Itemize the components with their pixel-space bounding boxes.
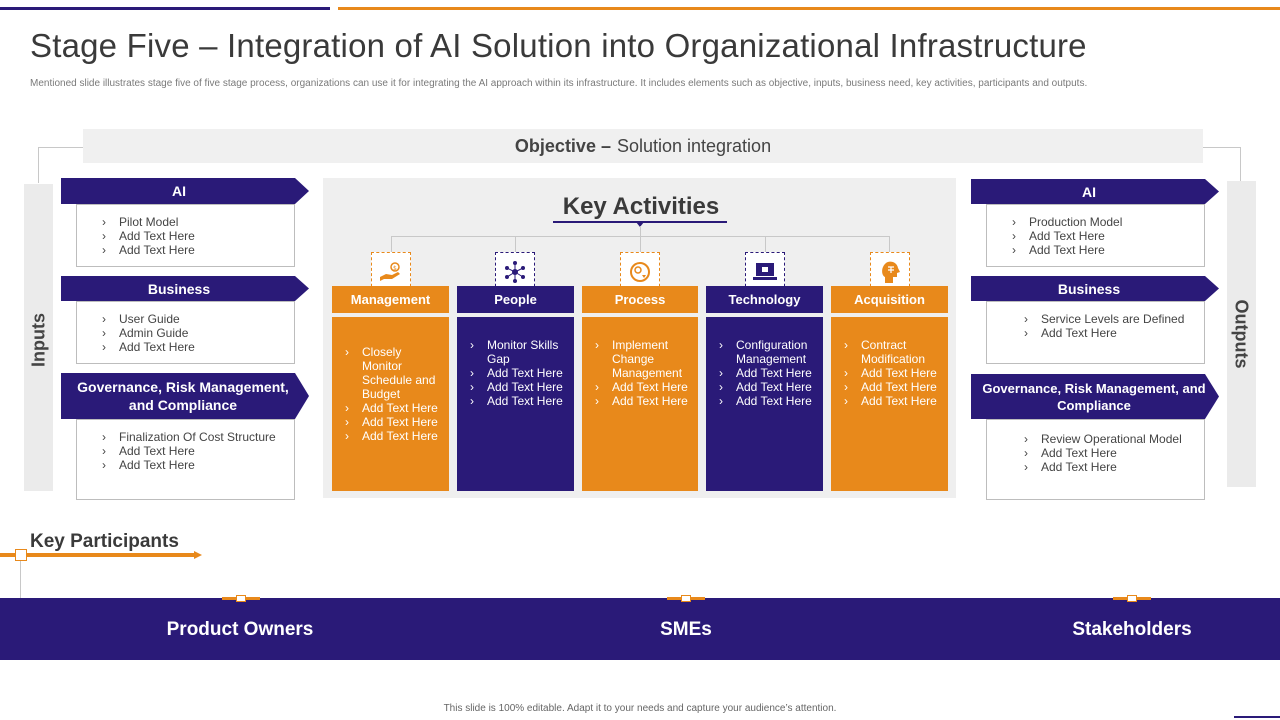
list-item: Add Text Here bbox=[99, 340, 294, 354]
output-card-governance: Review Operational Model Add Text Here A… bbox=[986, 419, 1205, 500]
list-item: Add Text Here bbox=[1021, 460, 1204, 474]
list-item: Pilot Model bbox=[99, 215, 294, 229]
footer-note: This slide is 100% editable. Adapt it to… bbox=[443, 703, 837, 714]
list-item: Add Text Here bbox=[841, 394, 942, 408]
participant-marker bbox=[222, 595, 260, 602]
column-heading-process: Process bbox=[582, 286, 698, 313]
list-item: Add Text Here bbox=[716, 380, 817, 394]
list-item: User Guide bbox=[99, 312, 294, 326]
list-item: Add Text Here bbox=[99, 243, 294, 257]
objective-bar: Objective – Solution integration bbox=[83, 129, 1203, 163]
input-heading-governance: Governance, Risk Management, and Complia… bbox=[61, 373, 309, 419]
list-item: Add Text Here bbox=[99, 444, 294, 458]
column-body-technology: Configuration Management Add Text Here A… bbox=[706, 317, 823, 491]
list-item: Contract Modification bbox=[841, 338, 942, 366]
list-item: Add Text Here bbox=[1009, 229, 1204, 243]
list-item: Add Text Here bbox=[342, 429, 443, 443]
participants-band bbox=[0, 598, 1280, 660]
list-item: Add Text Here bbox=[592, 394, 692, 408]
list-item: Implement Change Management bbox=[592, 338, 692, 380]
column-heading-management: Management bbox=[332, 286, 449, 313]
objective-label: Objective – bbox=[514, 135, 611, 156]
list-item: Add Text Here bbox=[467, 366, 568, 380]
list-item: Add Text Here bbox=[716, 394, 817, 408]
list-item: Add Text Here bbox=[467, 380, 568, 394]
input-heading-ai: AI bbox=[61, 178, 309, 204]
list-item: Add Text Here bbox=[1009, 243, 1204, 257]
outputs-label: Outputs bbox=[1231, 299, 1252, 369]
output-card-business: Service Levels are Defined Add Text Here bbox=[986, 301, 1205, 364]
participant-marker bbox=[667, 595, 705, 602]
list-item: Add Text Here bbox=[467, 394, 568, 408]
participant-product-owners: Product Owners bbox=[166, 619, 314, 640]
column-heading-technology: Technology bbox=[706, 286, 823, 313]
input-card-ai: Pilot Model Add Text Here Add Text Here bbox=[76, 204, 295, 267]
list-item: Add Text Here bbox=[1021, 326, 1204, 340]
people-network-icon bbox=[495, 252, 535, 292]
key-participants-connector bbox=[20, 561, 21, 598]
input-card-governance: Finalization Of Cost Structure Add Text … bbox=[76, 419, 295, 500]
top-accent-line-purple bbox=[0, 7, 330, 10]
column-body-people: Monitor Skills Gap Add Text Here Add Tex… bbox=[457, 317, 574, 491]
output-heading-business: Business bbox=[971, 276, 1219, 301]
list-item: Monitor Skills Gap bbox=[467, 338, 568, 366]
objective-connector-left bbox=[38, 147, 83, 183]
key-activities-pointer bbox=[636, 222, 644, 227]
list-item: Closely Monitor Schedule and Budget bbox=[342, 345, 443, 401]
tree-drop bbox=[889, 236, 890, 252]
list-item: Add Text Here bbox=[841, 366, 942, 380]
list-item: Review Operational Model bbox=[1021, 432, 1204, 446]
participant-marker bbox=[1113, 595, 1151, 602]
list-item: Production Model bbox=[1009, 215, 1204, 229]
list-item: Add Text Here bbox=[841, 380, 942, 394]
column-body-management: Closely Monitor Schedule and Budget Add … bbox=[332, 317, 449, 491]
tree-stem bbox=[640, 226, 641, 236]
list-item: Add Text Here bbox=[99, 229, 294, 243]
key-participants-line bbox=[0, 553, 196, 557]
output-heading-ai: AI bbox=[971, 179, 1219, 204]
input-card-business: User Guide Admin Guide Add Text Here bbox=[76, 301, 295, 364]
corner-accent-line bbox=[1234, 716, 1280, 718]
key-participants-title: Key Participants bbox=[30, 531, 179, 552]
list-item: Service Levels are Defined bbox=[1021, 312, 1204, 326]
inputs-side-bar bbox=[24, 184, 53, 491]
list-item: Admin Guide bbox=[99, 326, 294, 340]
input-heading-business: Business bbox=[61, 276, 309, 301]
list-item: Add Text Here bbox=[1021, 446, 1204, 460]
key-participants-marker bbox=[15, 549, 27, 561]
list-item: Add Text Here bbox=[342, 401, 443, 415]
list-item: Add Text Here bbox=[342, 415, 443, 429]
tree-drop bbox=[640, 236, 641, 252]
inputs-label: Inputs bbox=[28, 313, 49, 367]
key-participants-line-tip bbox=[194, 551, 202, 559]
column-body-process: Implement Change Management Add Text Her… bbox=[582, 317, 698, 491]
column-body-acquisition: Contract Modification Add Text Here Add … bbox=[831, 317, 948, 491]
participant-stakeholders: Stakeholders bbox=[1072, 619, 1192, 640]
objective-connector-right bbox=[1203, 147, 1241, 181]
output-heading-governance: Governance, Risk Management, and Complia… bbox=[971, 374, 1219, 419]
list-item: Add Text Here bbox=[99, 458, 294, 472]
page-title: Stage Five – Integration of AI Solution … bbox=[30, 27, 1087, 64]
key-activities-title: Key Activities bbox=[562, 193, 720, 220]
output-card-ai: Production Model Add Text Here Add Text … bbox=[986, 204, 1205, 267]
column-heading-acquisition: Acquisition bbox=[831, 286, 948, 313]
tree-drop bbox=[391, 236, 392, 252]
tree-drop bbox=[765, 236, 766, 252]
tree-drop bbox=[515, 236, 516, 252]
top-accent-line-orange bbox=[338, 7, 1280, 10]
list-item: Configuration Management bbox=[716, 338, 817, 366]
outputs-side-bar bbox=[1227, 181, 1256, 487]
svg-text:$: $ bbox=[393, 265, 397, 272]
list-item: Add Text Here bbox=[716, 366, 817, 380]
objective-value: Solution integration bbox=[616, 135, 772, 156]
participant-smes: SMEs bbox=[660, 619, 712, 640]
list-item: Add Text Here bbox=[592, 380, 692, 394]
column-heading-people: People bbox=[457, 286, 574, 313]
page-subtitle: Mentioned slide illustrates stage five o… bbox=[30, 78, 1088, 89]
list-item: Finalization Of Cost Structure bbox=[99, 430, 294, 444]
